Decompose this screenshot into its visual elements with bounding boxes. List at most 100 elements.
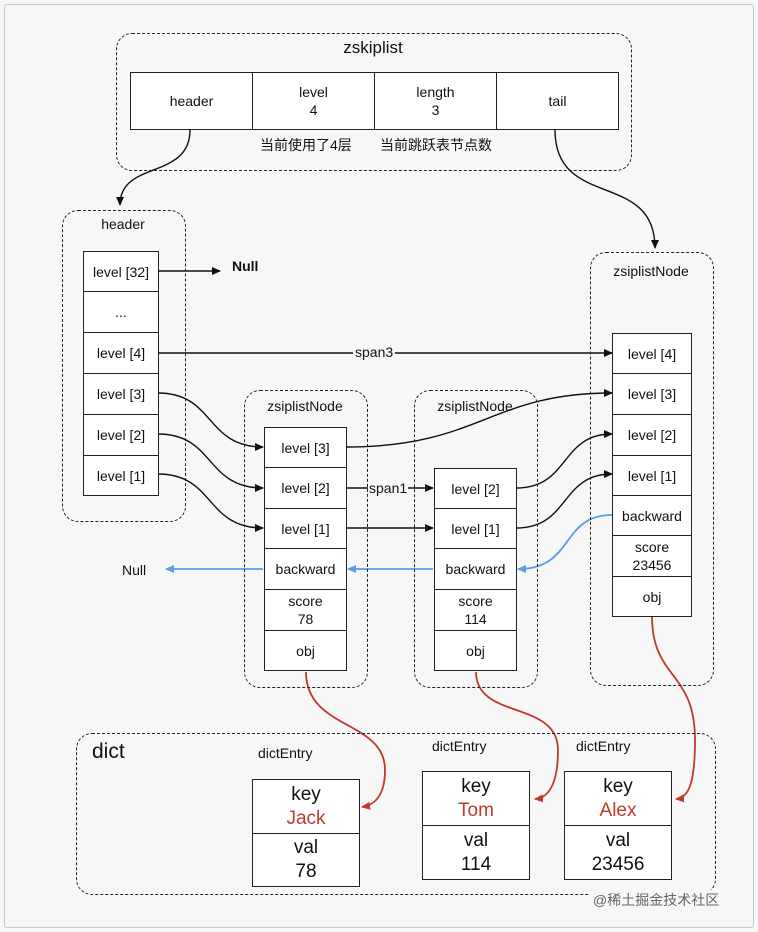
node-3-score: score 23456 xyxy=(612,536,692,577)
backward-null-label: Null xyxy=(122,562,147,578)
obj-label: obj xyxy=(642,588,662,605)
node-3-backward: backward xyxy=(612,496,692,536)
field-name: tail xyxy=(548,93,567,109)
header-level-1: level [1] xyxy=(83,456,159,496)
zskiplist-level-field: level 4 xyxy=(252,72,375,130)
dict-entry-1-val: val 78 xyxy=(252,834,360,887)
level-note: 当前使用了4层 xyxy=(260,137,352,153)
level-label: level [1] xyxy=(451,520,500,537)
key-value: Jack xyxy=(286,807,326,829)
node-1-level-1: level [1] xyxy=(264,509,347,549)
zskiplist-header-field: header xyxy=(130,72,253,130)
level-label: level [3] xyxy=(627,386,677,402)
key-label: key xyxy=(603,775,633,797)
val-label: val xyxy=(605,829,631,851)
node-3-level-2: level [2] xyxy=(612,415,692,456)
dict-entry-3-title: dictEntry xyxy=(576,738,631,754)
field-value: 4 xyxy=(309,102,318,118)
level-label: level [3] xyxy=(281,439,330,456)
level2-to-node1-arrow xyxy=(157,433,264,492)
zskiplist-container xyxy=(116,33,632,171)
zskiplist-title: zskiplist xyxy=(343,38,403,57)
score-value: 23456 xyxy=(632,557,672,573)
dict-title: dict xyxy=(92,740,125,763)
score-label: score xyxy=(634,539,670,555)
level-label: level [1] xyxy=(281,520,330,537)
obj-label: obj xyxy=(466,642,485,659)
level-label: level [1] xyxy=(627,467,677,484)
header-level-2: level [2] xyxy=(83,415,159,456)
level-label: level [4] xyxy=(627,345,677,362)
val-value: 114 xyxy=(460,853,492,875)
backward-label: backward xyxy=(445,561,506,577)
key-value: Tom xyxy=(458,799,494,821)
header-to-header-node-arrow xyxy=(116,129,191,206)
dict-entry-2-title: dictEntry xyxy=(432,738,487,754)
level-label: level [2] xyxy=(281,480,330,496)
val-label: val xyxy=(463,829,489,851)
key-value: Alex xyxy=(599,799,637,821)
key-label: key xyxy=(461,775,491,797)
node-2-obj: obj xyxy=(434,631,517,671)
level3-to-node1-arrow xyxy=(157,392,264,451)
level-label: level [4] xyxy=(96,345,146,361)
dict-entry-2-val: val 114 xyxy=(422,826,530,880)
length-note: 当前跳跃表节点数 xyxy=(380,137,492,153)
backward-label: backward xyxy=(275,561,336,577)
dict-entry-2-key: key Tom xyxy=(422,771,530,826)
level-label: level [32] xyxy=(92,263,150,280)
node-1-container xyxy=(244,390,368,688)
level-label: level [2] xyxy=(627,427,677,443)
level-label: level [3] xyxy=(96,386,146,402)
header-level-3: level [3] xyxy=(83,374,159,415)
obj-label: obj xyxy=(296,642,315,659)
field-name: level xyxy=(299,84,328,100)
dict-container xyxy=(76,733,716,895)
zskiplist-length-field: length 3 xyxy=(374,72,497,130)
header-node-container xyxy=(62,210,186,522)
dict-entry-1-title: dictEntry xyxy=(258,745,313,761)
node-1-score: score 78 xyxy=(264,590,347,631)
node2-level1-to-node3-arrow xyxy=(515,470,613,529)
diagram-frame xyxy=(4,4,754,928)
node-2-score: score 114 xyxy=(434,590,517,631)
header-level-ellipsis: ... xyxy=(83,292,159,333)
node-2-title: zsiplistNode xyxy=(437,398,513,414)
node3-backward-arrow xyxy=(517,514,613,573)
node-3-title: zsiplistNode xyxy=(613,263,689,279)
dict-entry-1-key: key Jack xyxy=(252,779,360,834)
node1-obj-to-jack-arrow xyxy=(305,671,386,810)
node-3-container xyxy=(590,252,714,686)
level1-to-node1-arrow xyxy=(157,473,264,532)
val-value: 23456 xyxy=(591,853,645,875)
header-level-4: level [4] xyxy=(83,333,159,374)
dict-entry-3-val: val 23456 xyxy=(564,826,672,880)
node-2-backward: backward xyxy=(434,549,517,590)
watermark: @稀土掘金技术社区 xyxy=(590,890,723,910)
node-3-level-3: level [3] xyxy=(612,374,692,415)
level-label: level [2] xyxy=(96,427,146,443)
score-label: score xyxy=(458,593,493,609)
tail-to-last-node-arrow xyxy=(554,129,659,249)
header-level-32: level [32] xyxy=(83,251,159,292)
node2-level2-to-node3-arrow xyxy=(515,430,613,489)
level32-null-label: Null xyxy=(232,258,259,274)
level-label: ... xyxy=(115,304,127,320)
backward-label: backward xyxy=(622,507,682,524)
node-1-backward: backward xyxy=(264,549,347,590)
field-value: 3 xyxy=(431,102,440,118)
node-1-level-3: level [3] xyxy=(264,427,347,468)
node-3-level-4: level [4] xyxy=(612,333,692,374)
dict-entry-3-key: key Alex xyxy=(564,771,672,826)
zskiplist-tail-field: tail xyxy=(496,72,619,130)
node-2-container xyxy=(414,390,538,688)
field-name: length xyxy=(416,84,455,100)
field-name: header xyxy=(169,93,214,109)
node-2-level-2: level [2] xyxy=(434,468,517,509)
node-3-obj: obj xyxy=(612,577,692,617)
node-2-level-1: level [1] xyxy=(434,509,517,549)
node2-obj-to-tom-arrow xyxy=(475,671,559,803)
node-3-level-1: level [1] xyxy=(612,456,692,496)
val-label: val xyxy=(293,837,319,858)
